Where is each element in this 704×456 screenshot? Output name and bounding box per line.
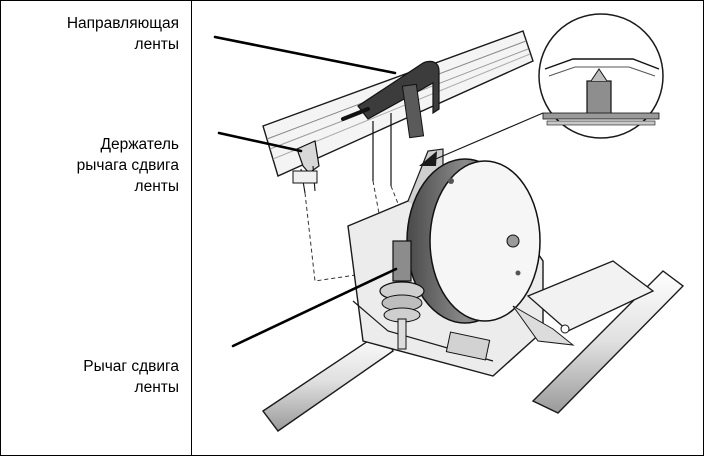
detail-inset — [538, 13, 664, 139]
inset-pointer-arrow — [419, 112, 544, 166]
callout-label-column: Направляющая ленты Держатель рычага сдви… — [1, 1, 192, 455]
callout-shift-lever-holder-line3: ленты — [134, 178, 179, 195]
callout-shift-lever-holder: Держатель рычага сдвига ленты — [77, 134, 179, 197]
callout-shift-lever-line1: Рычаг сдвига — [83, 358, 179, 375]
ribbon-guide — [341, 60, 440, 186]
carriage-rails — [261, 270, 685, 432]
ribbon-drive-wheel — [406, 158, 541, 324]
paper-plate — [512, 260, 655, 346]
printhead-ribbon-illustration — [213, 13, 685, 432]
callout-ribbon-guide-line2: ленты — [134, 36, 179, 53]
leader-shift-lever — [231, 267, 398, 348]
callout-shift-lever-line2: ленты — [134, 379, 179, 396]
callout-leader-lines — [213, 35, 398, 348]
leader-ribbon-guide — [213, 35, 397, 75]
shift-lever — [379, 240, 425, 350]
callout-shift-lever-holder-line2: рычага сдвига — [76, 157, 179, 174]
shift-lever-holder — [292, 140, 320, 194]
callout-ribbon-guide-line1: Направляющая — [66, 15, 179, 32]
leader-shift-lever-holder — [217, 131, 303, 153]
callout-shift-lever: Рычаг сдвига ленты — [83, 356, 179, 398]
callout-shift-lever-holder-line1: Держатель — [100, 136, 179, 153]
callout-ribbon-guide: Направляющая ленты — [67, 13, 179, 55]
